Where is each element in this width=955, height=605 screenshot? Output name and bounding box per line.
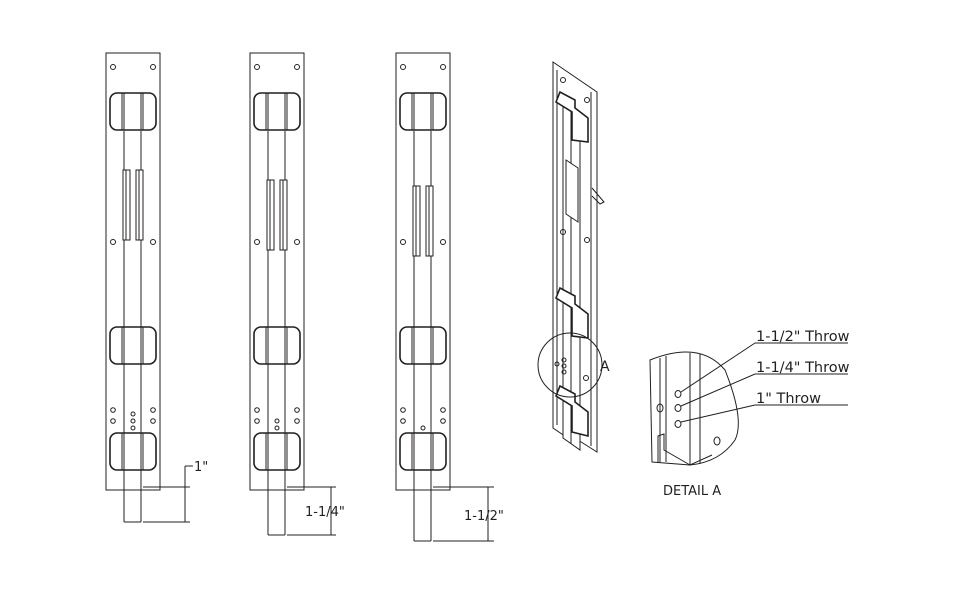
bolt-guide xyxy=(399,326,447,365)
screw-hole xyxy=(150,64,156,70)
screw-hole xyxy=(110,407,116,413)
screw-hole xyxy=(400,407,406,413)
throw-hole xyxy=(274,418,280,424)
dimension-label: 1" xyxy=(194,460,208,475)
screw-hole xyxy=(254,418,260,424)
screw-hole xyxy=(440,407,446,413)
screw-hole xyxy=(254,64,260,70)
front-views xyxy=(105,52,451,542)
detail-a: 1-1/2" Throw 1-1/4" Throw 1" Throw DETAI… xyxy=(649,329,850,499)
throw-label: 1" Throw xyxy=(756,391,821,407)
perspective-view: A xyxy=(537,61,610,453)
screw-hole xyxy=(150,407,156,413)
screw-hole xyxy=(110,418,116,424)
screw-hole xyxy=(150,418,156,424)
screw-hole xyxy=(440,239,446,245)
bolt-guide xyxy=(253,326,301,365)
dimension-1-1-4in: 1-1/4" xyxy=(287,486,345,536)
screw-hole xyxy=(294,64,300,70)
screw-hole xyxy=(440,64,446,70)
screw-hole xyxy=(294,407,300,413)
screw-hole xyxy=(400,64,406,70)
front-view-3 xyxy=(395,52,451,542)
throw-label: 1-1/2" Throw xyxy=(756,329,850,345)
screw-hole xyxy=(254,407,260,413)
screw-hole xyxy=(254,239,260,245)
screw-hole xyxy=(400,239,406,245)
front-view-1 xyxy=(105,52,161,523)
front-view-2 xyxy=(249,52,305,536)
detail-title: DETAIL A xyxy=(663,484,721,499)
screw-hole xyxy=(400,418,406,424)
throw-label: 1-1/4" Throw xyxy=(756,360,850,376)
bolt-guide xyxy=(109,92,157,131)
bolt-guide xyxy=(109,432,157,471)
bolt-guide xyxy=(109,326,157,365)
hole-1-1-2 xyxy=(674,390,682,398)
screw-hole xyxy=(294,239,300,245)
detail-callout-circle xyxy=(537,332,603,398)
hole-1 xyxy=(674,420,682,428)
dimension-1in: 1" xyxy=(143,460,208,523)
bolt-guide xyxy=(253,92,301,131)
throw-hole xyxy=(130,425,136,431)
screw-hole xyxy=(440,418,446,424)
detail-callout-label: A xyxy=(600,359,610,375)
screw-hole xyxy=(294,418,300,424)
screw-hole xyxy=(150,239,156,245)
screw-hole xyxy=(110,239,116,245)
dimension-label: 1-1/4" xyxy=(305,505,345,520)
bolt-guide xyxy=(399,92,447,131)
throw-hole xyxy=(274,425,280,431)
throw-hole xyxy=(130,411,136,417)
dimension-label: 1-1/2" xyxy=(464,509,504,524)
screw-hole xyxy=(110,64,116,70)
bolt-guide xyxy=(253,432,301,471)
throw-hole xyxy=(420,425,426,431)
bolt-guide xyxy=(399,432,447,471)
hole-1-1-4 xyxy=(674,404,682,412)
throw-hole xyxy=(130,418,136,424)
dimension-1-1-2in: 1-1/2" xyxy=(433,486,504,542)
